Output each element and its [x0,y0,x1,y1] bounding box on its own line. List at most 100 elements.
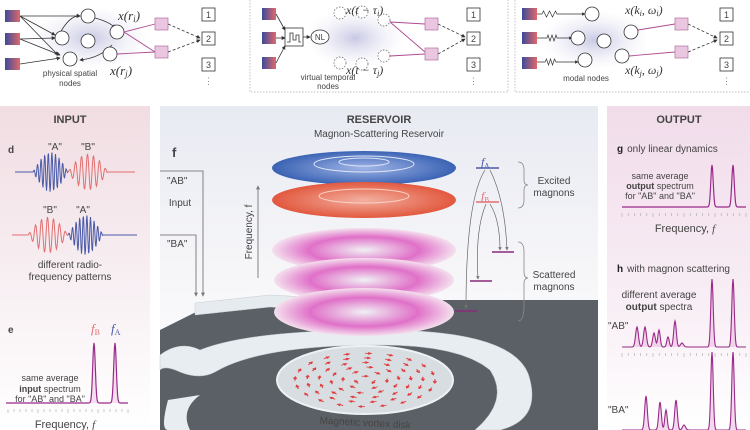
magnetization-arrow [417,394,423,399]
magnetization-arrow [392,391,399,395]
output-g-note-1: same average [631,171,688,181]
magnetization-arrow [399,400,407,404]
magnetization-arrow [369,400,377,404]
magnetization-arrow [306,382,311,388]
magnetization-arrow [352,371,359,374]
spatial-nodes-label-1: physical spatial [43,69,97,78]
output-class-box [201,57,216,72]
output-title: OUTPUT [656,114,702,126]
magnetization-arrow [430,371,435,376]
magnetization-arrow [408,376,413,381]
output-class-box [201,7,216,22]
modal-reservoir-schematic: x(ki, ωi) x(kj, ωj) modal nodes [514,0,750,93]
magnetization-arrow [428,387,433,392]
magnetization-arrow [385,369,392,373]
magnetization-arrow [377,390,385,393]
output-class-box [466,7,481,22]
antenna-ring [159,329,533,430]
scattered-mode-2 [274,258,454,302]
spatial-readout-j: x(rj) [109,63,132,79]
more-classes-ellipsis: ⋮ [204,76,213,86]
level-fB-label: fB [481,189,489,204]
magnetization-arrow [402,362,409,367]
spatial-reservoir-schematic: x(ri) x(rj) physical spatial nodes [5,6,201,88]
scattered-label-1: Scattered [533,270,576,281]
output-class-box [201,31,216,46]
magnetization-arrow [292,376,298,381]
pattern1-b-label: "B" [81,142,95,153]
magnetization-arrow [325,367,330,372]
output-g-frequency-axis-label: Frequency, f [655,223,717,235]
magnetization-arrow [329,396,336,400]
magnetization-arrow [354,379,359,384]
magnetization-arrow [390,397,397,401]
magnetization-arrow [340,363,348,366]
magnetization-arrow [371,386,378,389]
reservoir-panel: Magnetic vortex disk RESERVOIR Magnon-Sc… [159,106,598,430]
reservoir-title: RESERVOIR [347,114,412,126]
fB-label: fB [91,321,100,337]
magnetization-arrow [331,391,338,395]
magnetization-arrow [361,374,370,378]
panel-f-label: f [172,145,177,160]
modal-nodes-label: modal nodes [563,74,609,83]
magnetization-arrow [407,392,413,396]
scattered-mode-1 [272,228,456,272]
magnetization-arrow [311,367,317,372]
pattern1-wave-b [67,153,135,190]
magnetization-arrow [379,404,387,407]
modal-readout-i: x(ki, ωi) [624,3,663,18]
modal-readout-j: x(kj, ωj) [624,63,663,78]
magnetization-arrow [319,383,324,388]
output-ab-spectrum-line [622,278,746,348]
output-h-frequency-ticks [621,353,747,357]
patterns-caption-2: frequency patterns [29,272,112,283]
output-g-frequency-ticks [621,213,747,217]
excited-mode-B [272,182,456,218]
frequency-axis-label: Frequency, f [244,204,255,259]
magnetization-arrow [366,365,374,369]
output-class-label: 1 [206,10,211,20]
more-classes-ellipsis: ⋮ [469,76,478,86]
magnetization-arrow [305,374,310,380]
temporal-reservoir-schematic: NL x(t − τi) x(t − τj) virtual temporal … [249,0,509,93]
scattered-brace [517,241,529,322]
magnetization-arrow [348,400,356,403]
temporal-readout-j: x(t − τj) [345,63,383,78]
magnetization-arrow [340,376,346,382]
output-class-box [466,57,481,72]
magnetization-arrow [365,352,373,355]
magnetization-arrow [396,375,401,381]
magnetization-arrow [383,363,391,366]
spatial-nodes-label-2: nodes [59,79,81,88]
modal-nodes [570,6,639,68]
vortex-disk [276,345,454,415]
magnetization-arrow [384,358,392,361]
input-panel: INPUT d "A" "B" "B" "A" different radio-… [0,106,150,430]
input-ab-label: "AB" [167,176,188,187]
output-g-note-3: for "AB" and "BA" [625,191,695,201]
magnetization-arrow [371,395,379,399]
level-fA-label: fA [481,155,489,170]
input-spectrum-line [6,342,128,404]
magnetization-arrow [323,356,331,360]
output-classes: 123⋮123⋮123⋮ [201,7,734,86]
magnetization-arrow [386,353,394,357]
scattered-mode-3 [274,288,454,336]
magnetization-arrow [371,380,376,385]
pattern2-wave-a [67,215,137,255]
reservoir-subtitle: Magnon-Scattering Reservoir [314,129,445,140]
vortex-magnetization-arrows [292,352,438,408]
output-class-label: 3 [724,60,729,70]
output-class-label: 1 [471,10,476,20]
excited-label-2: magnons [533,188,574,199]
input-sources [5,10,20,70]
magnetization-arrow [364,356,372,360]
magnetization-arrow [405,384,410,389]
magnetization-arrow [314,390,320,395]
output-ba-label: "BA" [608,405,629,416]
magnetization-arrow [393,383,398,388]
input-spectrum-note-2: input spectrum [19,384,81,394]
